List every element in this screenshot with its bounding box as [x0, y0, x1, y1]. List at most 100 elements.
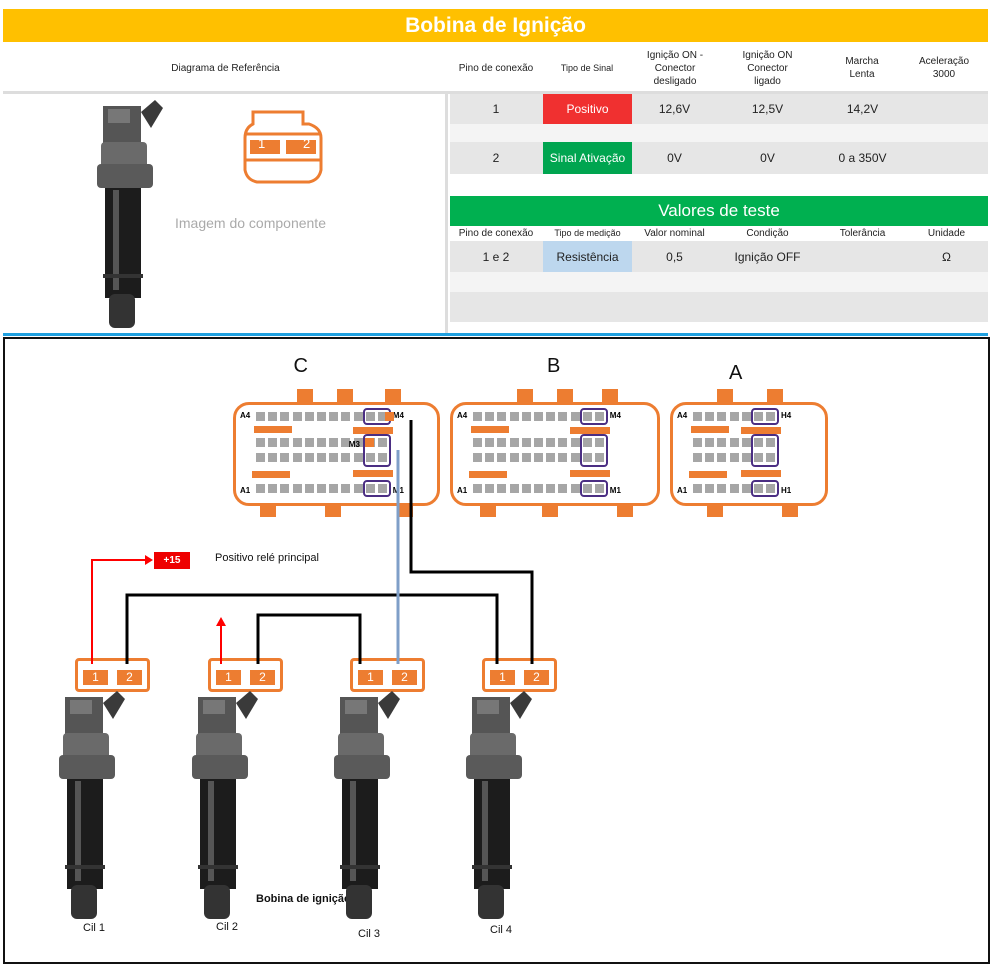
pin-slot [292, 484, 302, 493]
key-bar [689, 471, 727, 478]
pin-slot [521, 412, 531, 421]
pin-slot [497, 453, 507, 462]
connector-label: A [729, 362, 743, 384]
pin-slot [705, 453, 715, 462]
arrow-icon [216, 617, 226, 626]
pin-slot [534, 412, 543, 421]
pin-slot [582, 453, 592, 462]
pin-slot [595, 412, 604, 421]
signal-type-badge: Sinal Ativação [543, 142, 632, 174]
pin-label: M4 [609, 411, 621, 420]
ignition-coil [320, 685, 430, 930]
test-values-title: Valores de teste [450, 196, 988, 226]
pin-slot [317, 412, 326, 421]
key-bar [252, 471, 290, 478]
connector-icon [243, 110, 323, 184]
pin-slot [268, 412, 278, 421]
pin-slot [497, 412, 507, 421]
pin-slot [304, 484, 314, 493]
pin-slot [570, 484, 580, 493]
pin-slot [280, 438, 290, 447]
wire-black [409, 420, 534, 664]
pin-slot [534, 453, 543, 462]
connector-tab [717, 389, 733, 403]
pin-1-label: 1 [258, 136, 266, 151]
pin-slot [256, 453, 265, 462]
ecu-connector-B: A4 M4 A1 M1 [450, 402, 660, 506]
ecu-connector-C: A4 M4 A1 M1M3 [233, 402, 440, 506]
test-header: Pino de conexão Tipo de medição Valor no… [450, 226, 988, 240]
pin-slot [341, 484, 351, 493]
pin-slot [546, 453, 556, 462]
connector-tab [542, 503, 558, 517]
pin-slot [353, 438, 363, 447]
pin-slot [256, 484, 265, 493]
key-bar [352, 427, 393, 434]
pin-slot [353, 412, 363, 421]
pin-slot [317, 484, 326, 493]
connector-tab [557, 389, 573, 403]
pin-group-frame [579, 480, 608, 497]
pin-slot [754, 484, 763, 493]
pin-slot [546, 412, 556, 421]
pin-slot [378, 438, 387, 447]
pin-group-frame [751, 480, 779, 497]
value: 0 a 350V [838, 151, 887, 165]
pin-slot [754, 412, 763, 421]
connector-tab [337, 389, 353, 403]
pin-slot [329, 438, 339, 447]
key-bar [569, 427, 610, 434]
pin-slot [582, 438, 592, 447]
col: Tipo de medição [554, 228, 621, 238]
col: Condição [746, 227, 789, 239]
coil-image [83, 94, 193, 339]
value: 12,6V [658, 102, 691, 116]
pin-group-frame [751, 408, 779, 425]
key-bar [254, 426, 292, 433]
pin-slot [473, 438, 482, 447]
pin-slot [509, 484, 519, 493]
pin-1: 1 [358, 670, 383, 685]
value: 0,5 [666, 249, 683, 264]
pin-label: A4 [240, 411, 251, 420]
pin-slot [378, 484, 387, 493]
pin-1: 1 [216, 670, 241, 685]
connector-tab [260, 503, 276, 517]
pin-slot [705, 438, 715, 447]
signal-type-badge: Positivo [543, 94, 632, 124]
pin-slot [693, 453, 702, 462]
pin-1: 1 [83, 670, 108, 685]
reference-header: Diagrama de Referência [171, 62, 280, 74]
pin-group-frame [579, 408, 608, 425]
pin-slot [741, 438, 751, 447]
pin-slot [693, 484, 702, 493]
connector-tab [707, 503, 723, 517]
pin-slot [558, 412, 568, 421]
coil-connector: 1 2 [482, 658, 557, 692]
cylinder-label: Cil 3 [358, 928, 381, 940]
key-bar [741, 427, 781, 434]
pin-slot [378, 453, 387, 462]
col-type: Tipo de Sinal [560, 62, 614, 73]
connector-tab [297, 389, 313, 403]
coil-connector: 1 2 [75, 658, 150, 692]
spacer [450, 272, 988, 292]
pin-label: H4 [781, 411, 792, 420]
pin-slot [329, 484, 339, 493]
pin-slot [558, 438, 568, 447]
pin-slot [304, 453, 314, 462]
pin-slot [693, 438, 702, 447]
pin-slot [317, 453, 326, 462]
pin-label: A1 [240, 486, 251, 495]
col-accel: Aceleração 3000 [918, 56, 970, 80]
pin-slot [509, 412, 519, 421]
pin-slot [705, 412, 715, 421]
pin-label: A1 [457, 486, 468, 495]
pin-slot [353, 453, 363, 462]
pin-slot [509, 453, 519, 462]
pin-slot [741, 453, 751, 462]
table-row: 2 Sinal Ativação 0V 0V 0 a 350V [450, 142, 988, 174]
pin-slot [485, 453, 495, 462]
pin-slot [729, 438, 739, 447]
